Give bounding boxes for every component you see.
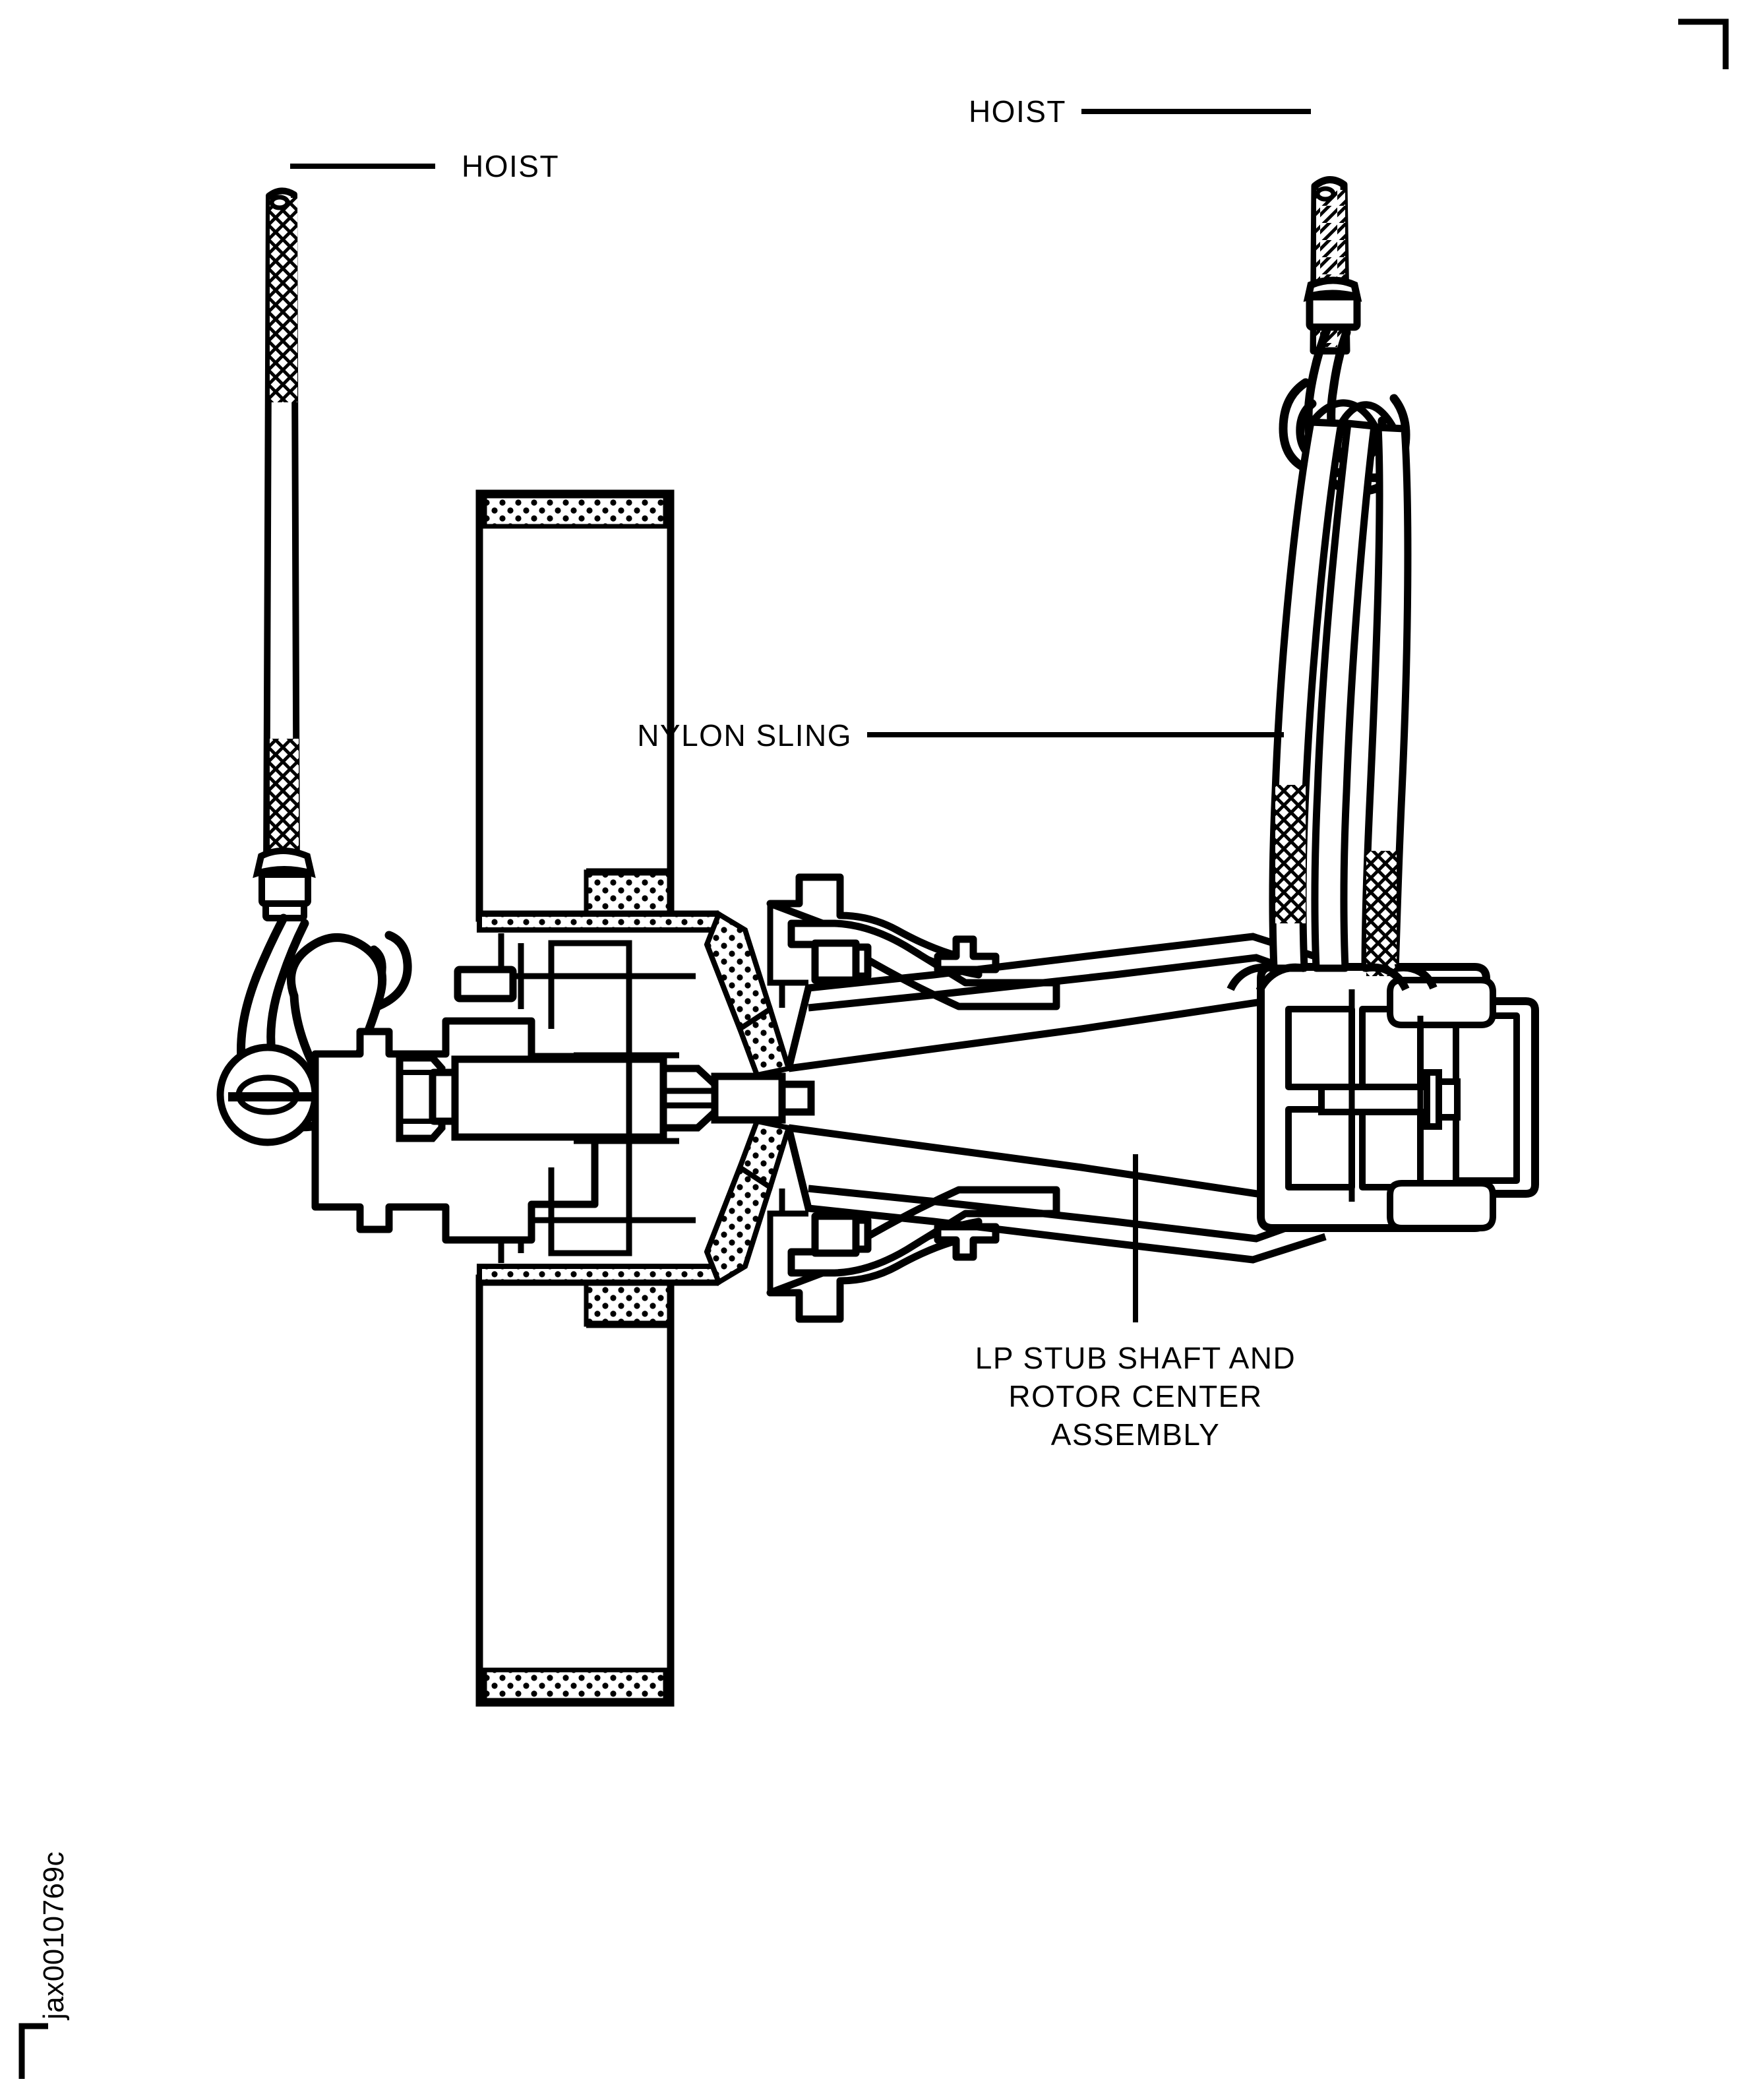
sling-webbing-texture-left [1275,785,1306,923]
sling-webbing-texture-right [1366,851,1397,976]
callout-lp-stub-shaft-line-3: ASSEMBLY [1051,1417,1221,1452]
sling-crossover [1309,399,1397,431]
callout-hoist-left-text: HOIST [462,149,559,183]
callout-nylon-sling: NYLON SLING [637,718,1284,753]
hoist-ferrule-right [1303,276,1362,331]
rotor-drum-lower [475,1274,675,1707]
callout-lp-stub-shaft: LP STUB SHAFT AND ROTOR CENTER ASSEMBLY [975,1154,1296,1452]
figure-id: jax0010769c [38,1851,70,2021]
callout-hoist-right-text: HOIST [969,94,1066,129]
rotor-assembly-lower [475,1118,1333,1707]
stub-shaft-bearing-housing [1257,963,1539,1232]
rotor-drum-upper [475,489,675,922]
rotor-assembly-upper [475,489,1333,1078]
crop-mark-bottom-left [18,2023,48,2079]
hoist-ferrule-left [253,848,316,921]
callout-nylon-sling-text: NYLON SLING [637,718,852,753]
crop-mark-top-right [1678,18,1729,69]
figure-id-text: jax0010769c [38,1851,70,2021]
eye-bolt-head-left [216,1043,319,1146]
callout-hoist-left: HOIST [290,149,559,183]
callout-lp-stub-shaft-line-1: LP STUB SHAFT AND [975,1341,1296,1375]
hex-bolt-head-right [1318,1069,1461,1130]
callout-lp-stub-shaft-line-2: ROTOR CENTER [1008,1379,1262,1413]
lp-stub-shaft [311,940,815,1256]
hex-bolt-head-left [396,1054,459,1142]
hoist-cable-left [263,187,300,879]
callout-hoist-right: HOIST [969,94,1311,129]
sling-wrap [1226,963,1438,993]
